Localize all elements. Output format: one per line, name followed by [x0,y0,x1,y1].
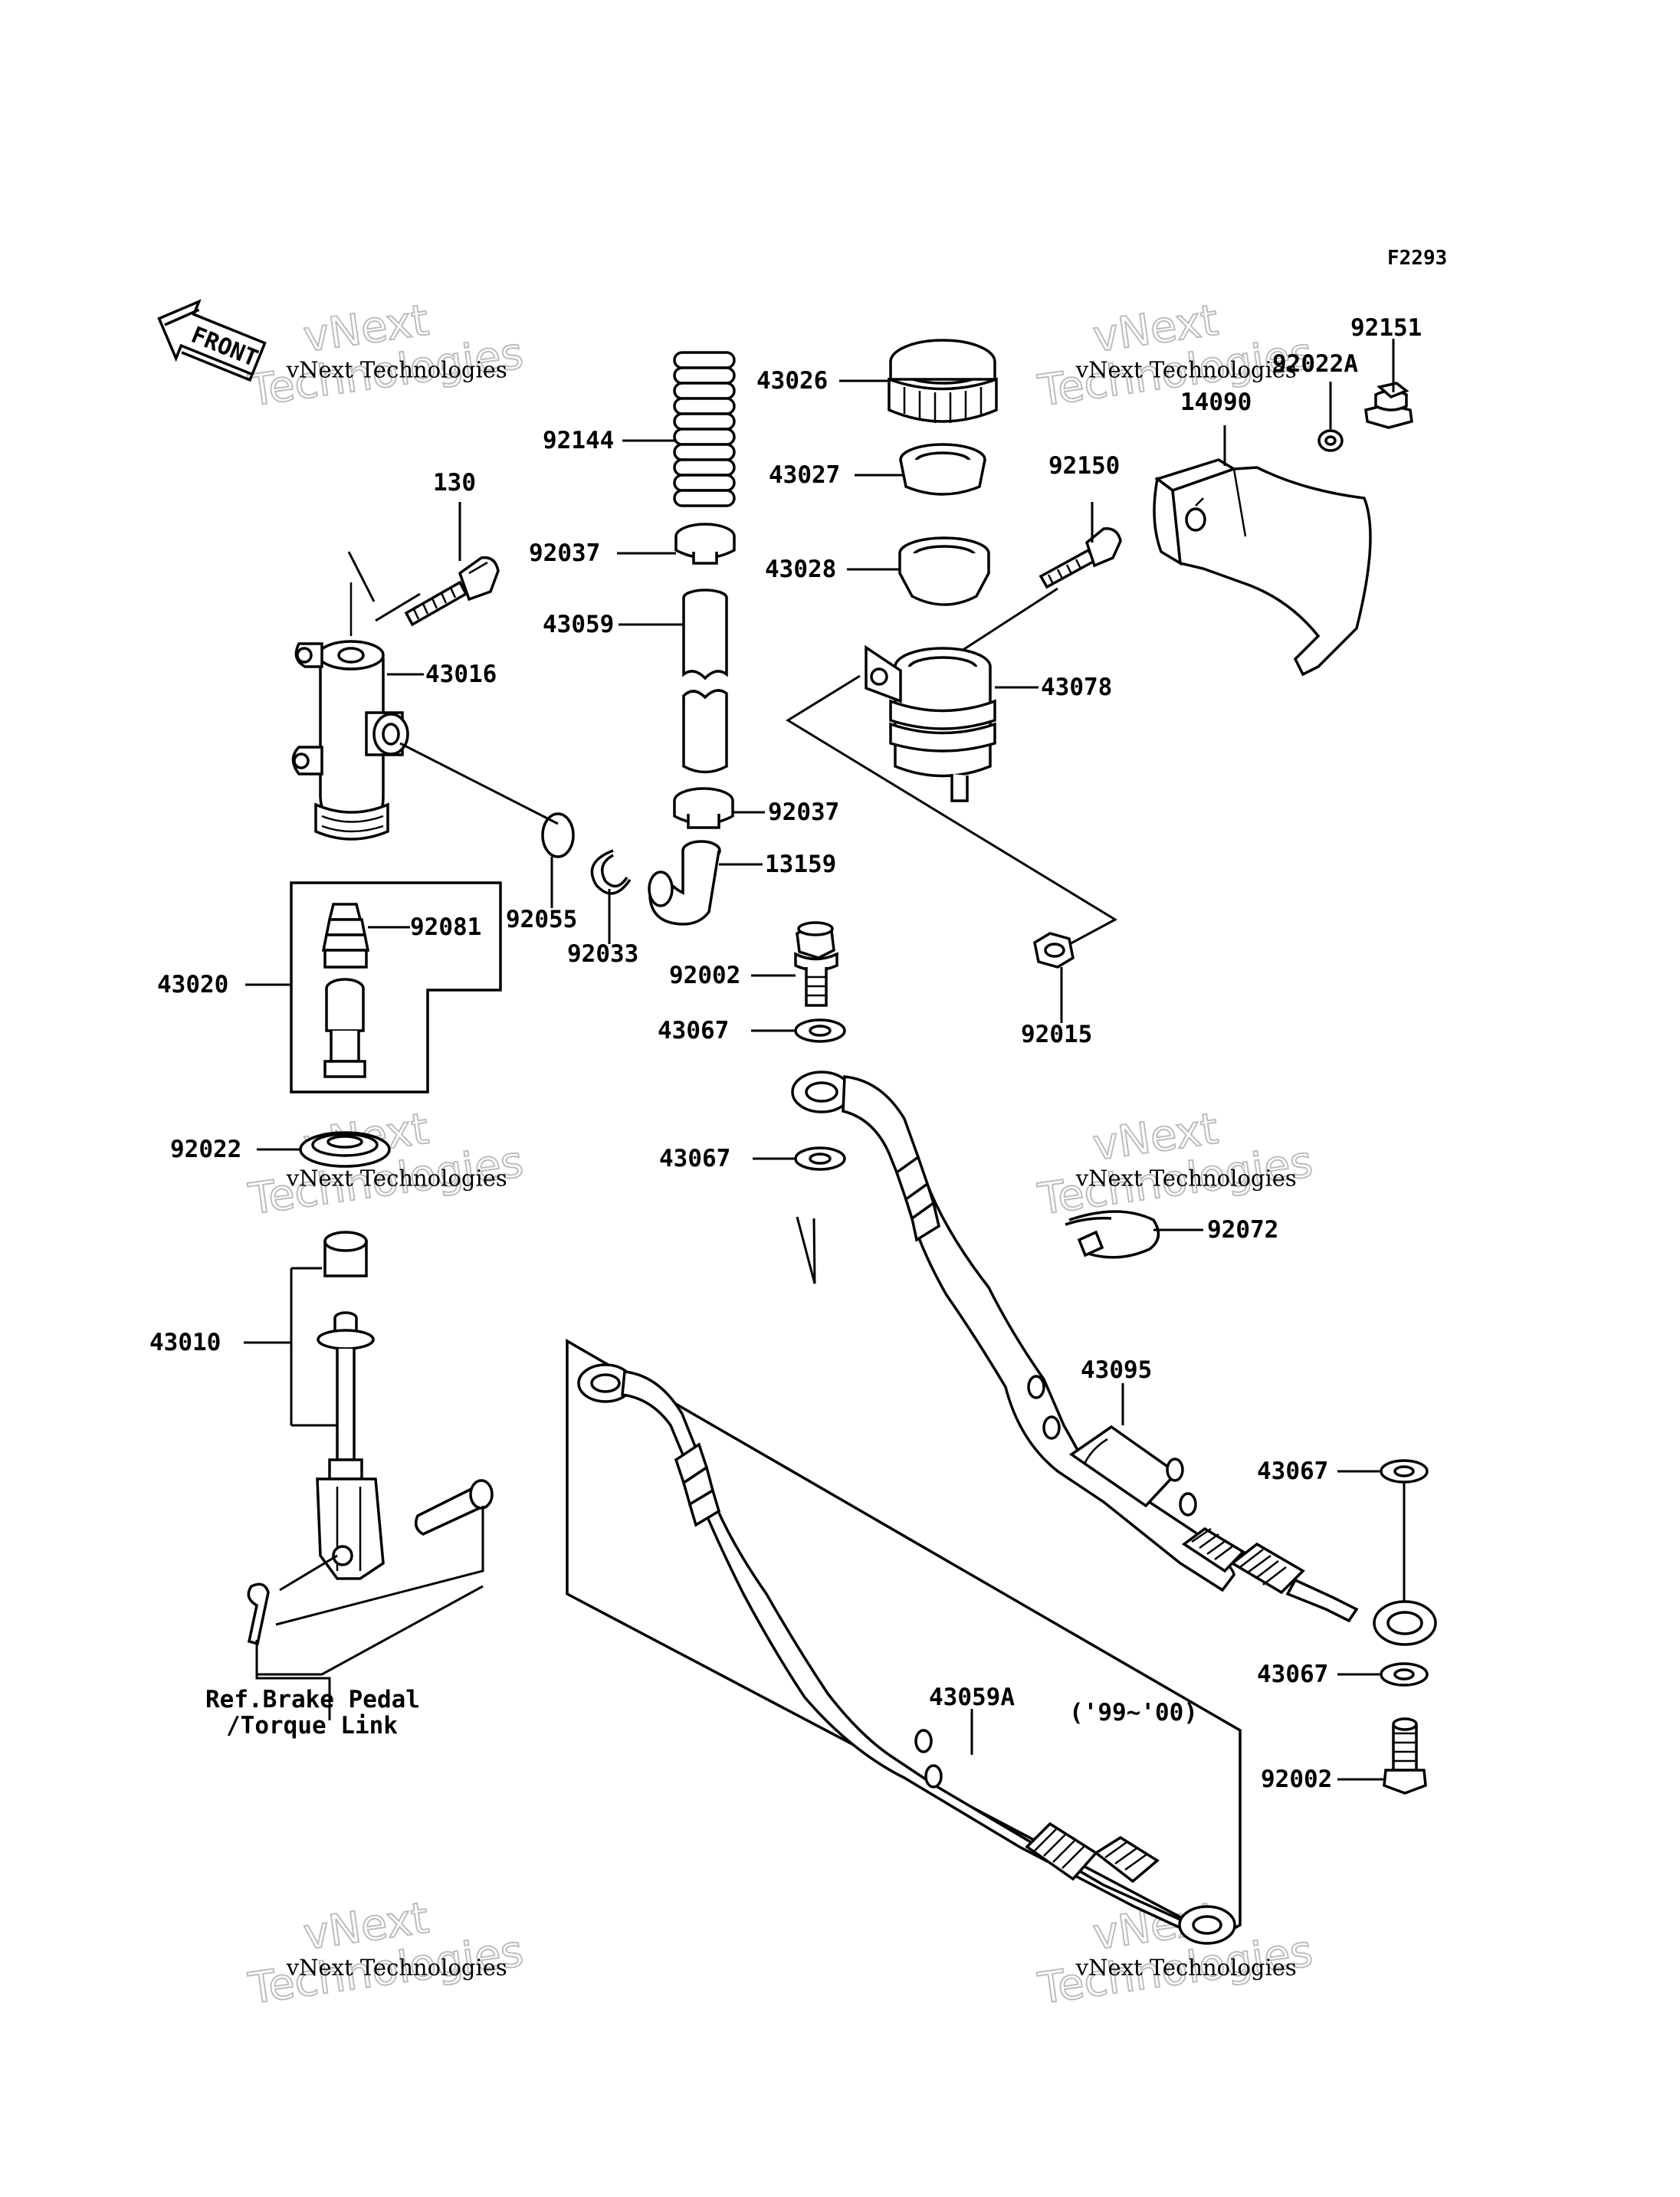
washer-43067-b [794,1146,846,1171]
part-label-92150: 92150 [1048,452,1120,480]
push-rod-43010 [247,1231,494,1646]
watermark-text: vNext Technologies [1075,357,1297,383]
hose-break-mark [1042,1415,1061,1440]
watermark-bottom-right: vNext Technologies vNext Technologies [1034,1893,1316,2015]
reservoir-43078 [865,644,996,802]
washer-92022A [1317,429,1344,452]
watermark-text: vNext Technologies [286,357,507,383]
cover-14090 [1153,458,1372,677]
circlip-92033 [590,849,632,895]
bracket-line [255,1506,484,1676]
part-label-92002-upper: 92002 [669,962,740,989]
watermark-text: vNext Technologies [286,1166,507,1192]
leader-line [948,587,1058,661]
diaphragm-plate-43027 [899,443,986,496]
banjo-bolt-92002-lower [1383,1717,1427,1795]
part-label-130: 130 [433,469,476,497]
brake-hose-43059A [577,1363,1236,1945]
part-label-14090: 14090 [1180,389,1252,416]
part-label-43059: 43059 [543,611,614,638]
part-label-43067-a: 43067 [658,1017,729,1044]
leader-line [255,1667,331,1720]
reservoir-cap-43026 [888,339,998,423]
part-label-92002-lower: 92002 [1261,1766,1332,1793]
nut-92015 [1033,932,1075,969]
washer-43067-c [1380,1459,1429,1484]
piston-43020 [323,978,366,1078]
part-label-43067-c: 43067 [1257,1458,1328,1485]
front-arrow-icon: FRONT [157,299,267,382]
part-label-92081: 92081 [410,913,481,941]
hose-break-mark [924,1764,943,1789]
watermark-text: vNext Technologies [286,1955,507,1981]
diaphragm-43028 [898,536,990,606]
part-label-43067-d: 43067 [1257,1661,1328,1688]
ref-note-line2: /Torque Link [226,1712,398,1740]
hose-break-mark [1166,1458,1184,1482]
figure-code: F2293 [1387,247,1447,270]
hose-break-mark [914,1729,933,1753]
watermark-top-left: vNext Technologies vNext Technologies [244,295,527,418]
part-label-92055: 92055 [506,906,577,933]
part-label-43010: 43010 [149,1329,221,1356]
part-label-43059A: 43059A [929,1684,1015,1711]
part-label-92144: 92144 [543,427,614,454]
bolt-92151 [1364,382,1413,429]
bracket-line [290,1267,337,1427]
part-label-43028: 43028 [765,556,836,583]
part-label-43095: 43095 [1081,1356,1152,1384]
banjo-bolt-92002-upper [794,921,838,1007]
spring-92144 [673,351,736,507]
leader-line [375,592,421,622]
hose-break-mark [1027,1375,1045,1399]
part-label-92037-bottom: 92037 [768,798,839,826]
part-label-92072: 92072 [1207,1216,1278,1244]
leader-line [279,1554,338,1592]
part-label-43016: 43016 [425,661,497,688]
part-label-92033: 92033 [567,940,638,968]
o-ring-92055 [541,812,575,858]
clamp-92072 [1065,1210,1160,1259]
clamp-92037-top [674,523,736,565]
part-label-92022A: 92022A [1272,350,1358,378]
year-note: ('99~'00) [1069,1699,1198,1726]
part-label-92022: 92022 [170,1136,241,1163]
spring-92081 [321,903,370,969]
part-label-43078: 43078 [1041,674,1112,701]
leader-line [796,1216,816,1284]
leader-line [399,742,559,825]
part-label-13159: 13159 [765,851,836,878]
elbow-13159 [648,840,721,926]
bolt-130 [404,556,500,627]
watermark-text: vNext Technologies [1075,1166,1297,1192]
part-label-43067-b: 43067 [659,1145,730,1172]
washer-43067-a [794,1018,846,1043]
watermark-bottom-left: vNext Technologies vNext Technologies [244,1893,527,2015]
part-label-43027: 43027 [769,461,840,489]
bolt-92150 [1039,527,1122,589]
routing-line [786,674,1118,948]
part-label-92015: 92015 [1021,1021,1092,1048]
brake-hose-43095 [791,1071,1437,1646]
leader-line [347,551,376,602]
watermark-mid-right: vNext Technologies vNext Technologies [1034,1103,1316,1226]
master-cylinder-43016 [291,582,409,841]
washer-43067-d [1380,1662,1429,1687]
watermark-text: vNext Technologies [1075,1955,1297,1981]
clamp-92037-bottom [673,787,734,829]
part-label-43026: 43026 [756,367,828,395]
part-label-43020: 43020 [157,971,228,998]
boot-92022 [299,1131,391,1168]
ref-note-line1: Ref.Brake Pedal [205,1686,420,1713]
part-label-92151: 92151 [1350,314,1422,342]
part-label-92037-top: 92037 [529,539,600,567]
hose-43059 [682,589,728,774]
hose-break-mark [1179,1492,1197,1517]
piston-kit-box [290,881,502,1094]
